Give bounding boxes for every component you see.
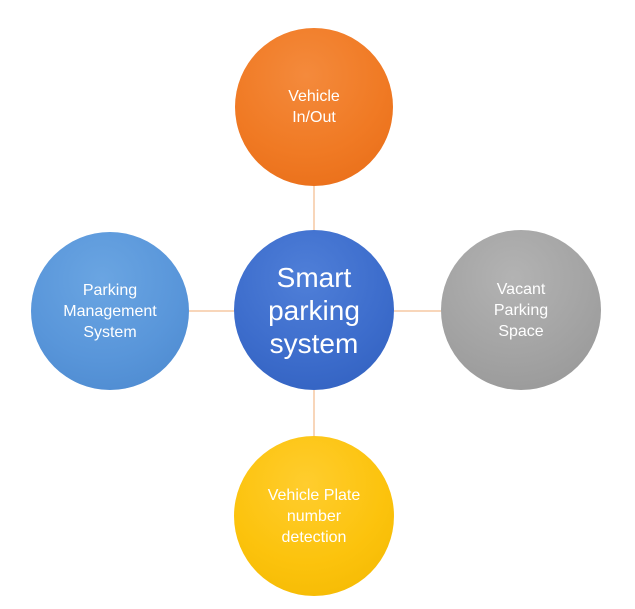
- left-node-label: Parking Management System: [63, 281, 157, 341]
- node-vacant-parking-space: Vacant Parking Space: [441, 230, 601, 390]
- node-vehicle-in-out: Vehicle In/Out: [235, 28, 393, 186]
- center-node-smart-parking-system: Smart parking system: [234, 230, 394, 390]
- top-node-label: Vehicle In/Out: [288, 88, 340, 126]
- node-vehicle-plate-number-detection: Vehicle Plate number detection: [234, 436, 394, 596]
- bottom-node-label: Vehicle Plate number detection: [267, 486, 361, 546]
- node-parking-management-system: Parking Management System: [31, 232, 189, 390]
- right-node-label: Vacant Parking Space: [493, 280, 549, 340]
- center-node-label: Smart parking system: [268, 261, 360, 359]
